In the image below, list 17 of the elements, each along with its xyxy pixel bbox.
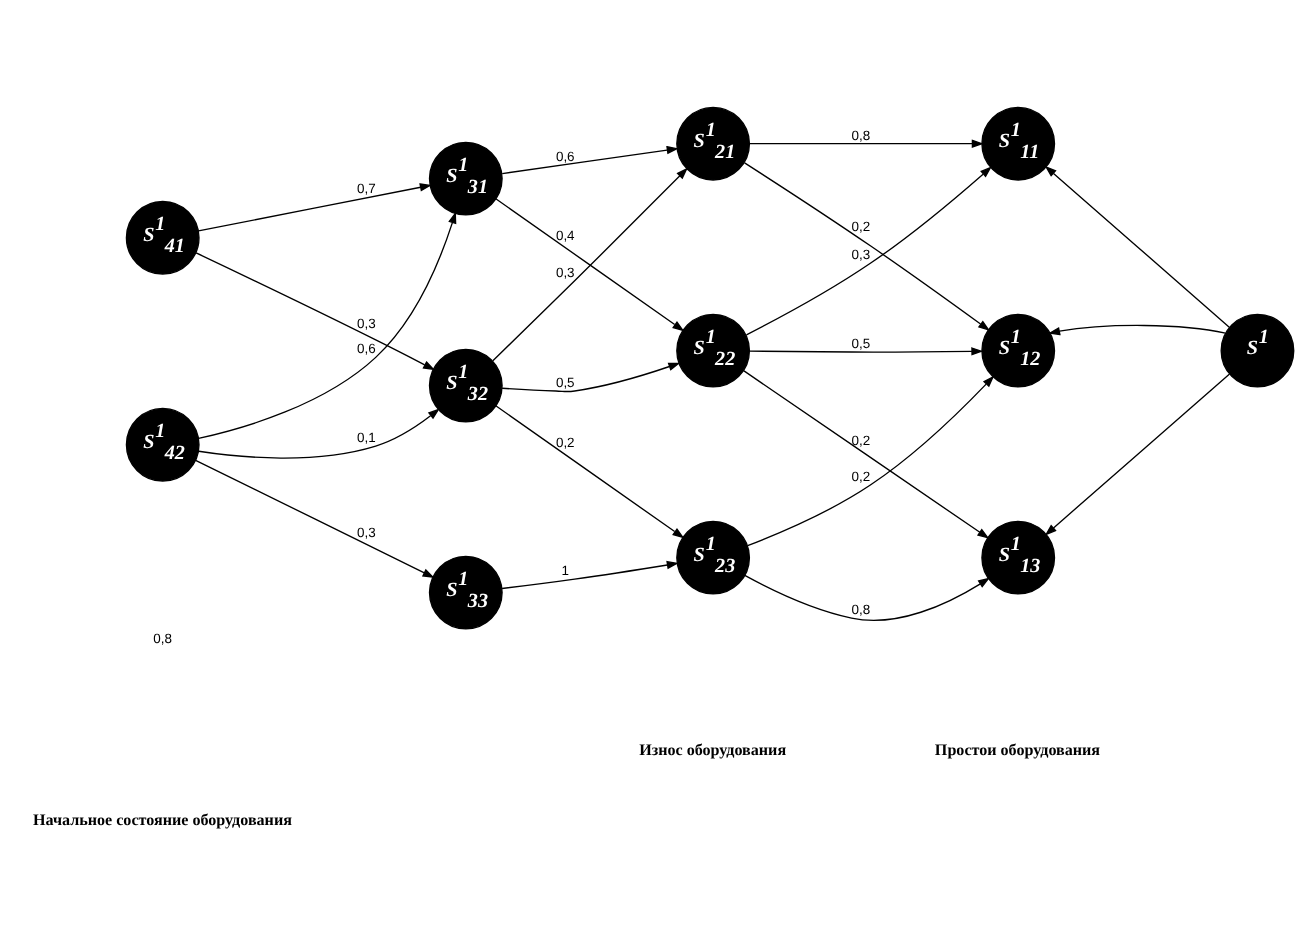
arrow — [1044, 372, 1231, 535]
arrow — [492, 166, 689, 361]
arrow — [749, 138, 984, 147]
arrow — [197, 182, 432, 231]
arrow — [495, 197, 685, 331]
arrow — [501, 361, 681, 392]
arrow — [495, 404, 685, 538]
arrow — [198, 407, 440, 458]
arrow — [744, 573, 991, 621]
arrow — [197, 210, 457, 439]
arrow — [749, 346, 984, 355]
arrow — [1048, 323, 1227, 335]
arrow — [501, 559, 679, 589]
arrow — [194, 458, 435, 577]
arrow — [195, 251, 436, 370]
arrow — [1044, 164, 1231, 328]
arrow — [501, 144, 679, 174]
